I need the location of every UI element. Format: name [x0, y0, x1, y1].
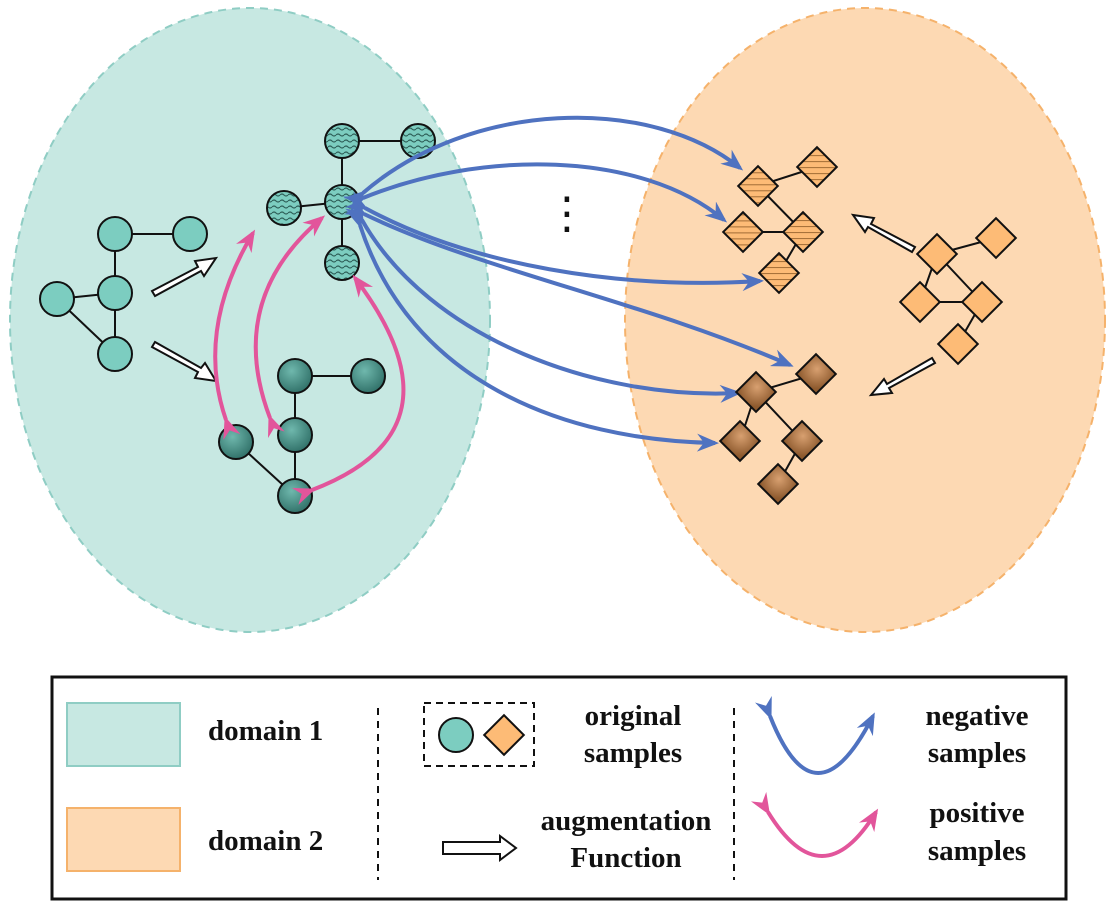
augmentation-arrow-icon — [150, 340, 218, 383]
negative-label-line2: samples — [928, 737, 1026, 769]
graph-node — [960, 280, 1004, 324]
graph-node — [277, 417, 313, 453]
graph-node — [97, 275, 133, 311]
graph-node — [795, 145, 839, 189]
graph-node — [915, 232, 959, 276]
graph-node — [781, 210, 825, 254]
teal-node-icon — [438, 717, 474, 753]
graph-node — [324, 184, 360, 220]
negative-arrow — [345, 205, 719, 452]
augmentation-arrow-icon — [868, 356, 937, 397]
domain1-original-graph — [39, 216, 208, 372]
positive-label-line1: positive — [929, 797, 1024, 829]
graph-node — [97, 336, 133, 372]
domain2-swatch — [66, 807, 181, 872]
positive-label-line2: samples — [928, 835, 1026, 867]
graph-node — [39, 281, 75, 317]
graph-node — [718, 419, 762, 463]
augmentation-arrow-icon — [150, 256, 219, 298]
negative-arrows — [342, 115, 794, 452]
graph-node — [936, 322, 980, 366]
graph-node — [277, 358, 313, 394]
graph-node — [266, 190, 302, 226]
legend-frame — [50, 675, 1068, 901]
augmentation-label-line2: Function — [570, 842, 681, 874]
original-label-line1: original — [585, 700, 682, 732]
graph-node — [97, 216, 133, 252]
original-label-line2: samples — [584, 737, 682, 769]
graph-node — [350, 358, 386, 394]
negative-label-line1: negative — [925, 700, 1028, 732]
ellipsis-dots: ⋮ — [545, 188, 589, 239]
domain-2-region — [624, 7, 1106, 633]
original-samples-box — [423, 702, 535, 767]
augmentation-label-line1: augmentation — [541, 805, 712, 837]
orange-diamond-icon — [482, 713, 526, 757]
graph-node — [277, 478, 313, 514]
positive-samples-icon — [750, 791, 879, 858]
augmentation-arrow-icon — [850, 213, 917, 254]
graph-node — [721, 210, 765, 254]
graph-node — [736, 164, 780, 208]
graph-node — [974, 216, 1018, 260]
domain2-original-graph — [898, 216, 1018, 366]
positive-arrow — [253, 215, 326, 439]
graph-node — [780, 419, 824, 463]
positive-arrow — [213, 229, 256, 440]
negative-samples-icon — [755, 695, 875, 775]
legend: domain 1 domain 2 original samples augme… — [50, 675, 1068, 901]
domain1-swatch — [66, 702, 181, 767]
graph-node — [794, 352, 838, 396]
graph-node — [898, 280, 942, 324]
graph-node — [172, 216, 208, 252]
graph-node — [324, 123, 360, 159]
domain2-augmented-brown-graph — [718, 352, 838, 506]
domain1-label: domain 1 — [208, 715, 323, 747]
graph-node — [400, 123, 436, 159]
graph-node — [734, 370, 778, 414]
graph-node — [218, 424, 254, 460]
graph-node — [757, 251, 801, 295]
negative-arrow — [343, 115, 744, 212]
augmentation-arrow-icon — [442, 834, 518, 862]
graph-node — [324, 245, 360, 281]
graph-node — [756, 462, 800, 506]
domain2-label: domain 2 — [208, 825, 323, 857]
domain-1-region — [9, 7, 491, 633]
domain2-augmented-hatched-graph — [721, 145, 839, 295]
